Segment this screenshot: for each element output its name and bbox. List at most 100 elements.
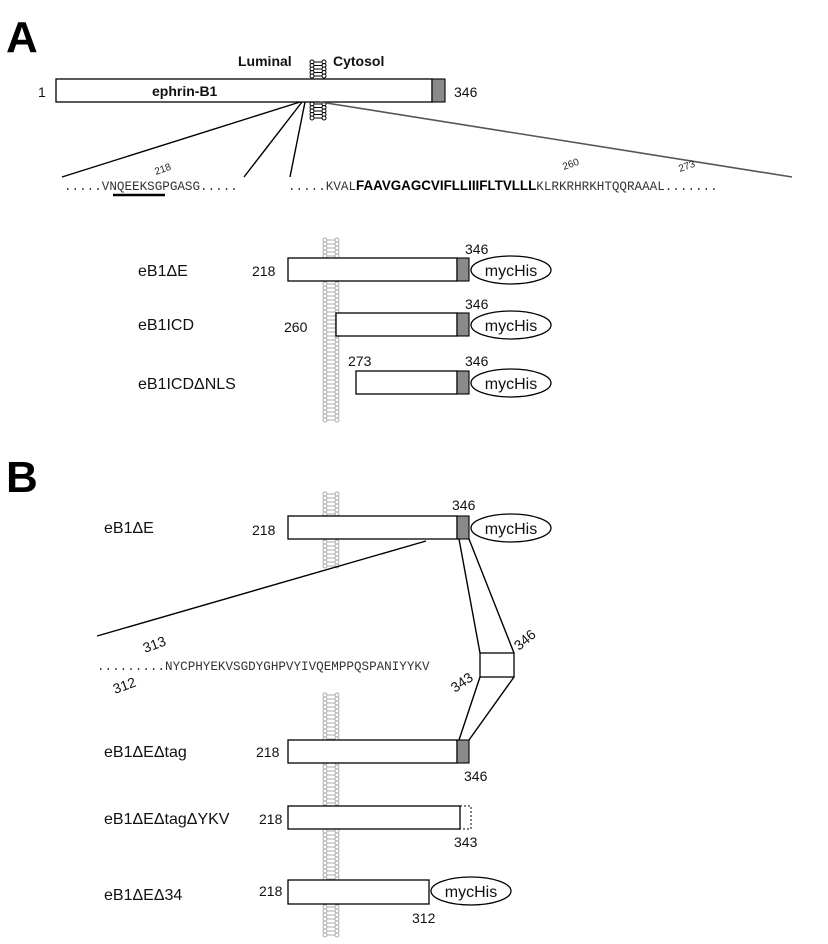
lipid-head xyxy=(322,724,328,730)
marker-218: 218 xyxy=(153,162,173,178)
construct-bar xyxy=(287,805,461,830)
zoom-line-b-left xyxy=(96,540,427,637)
zoom-line-left-outer xyxy=(61,101,301,178)
lipid-head xyxy=(334,361,340,367)
lipid-head xyxy=(322,309,328,315)
cytosol-label: Cytosol xyxy=(333,53,384,69)
seq-tail-boxed: YKV xyxy=(407,660,430,674)
construct-name: eB1ΔE xyxy=(138,263,188,280)
lipid-head xyxy=(334,389,340,395)
lipid-head xyxy=(334,249,340,255)
lipid-head xyxy=(334,840,340,846)
sequence-cytoplasmic-tail: .........NYCPHYEKVSGDYGHPVYIVQEMPPQSPANI… xyxy=(97,660,430,674)
marker-260: 260 xyxy=(561,157,581,173)
lipid-head xyxy=(334,341,340,347)
lipid-head xyxy=(334,908,340,914)
lipid-head xyxy=(322,772,328,778)
lipid-head xyxy=(322,293,328,299)
lipid-head xyxy=(334,245,340,251)
lipid-head xyxy=(322,377,328,383)
construct-b-eb1-delta-e: eB1ΔE 218 346 mycHis xyxy=(104,497,552,543)
lipid-head xyxy=(309,73,315,79)
marker-343: 343 xyxy=(448,669,476,696)
ephrin-b1-full-length: ephrin-B1 1 346 xyxy=(38,78,478,103)
lipid-head xyxy=(334,692,340,698)
lipid-head xyxy=(322,333,328,339)
lipid-head xyxy=(334,928,340,934)
lipid-head xyxy=(322,381,328,387)
lipid-head xyxy=(322,852,328,858)
construct-tail-block xyxy=(456,515,470,540)
lipid-head xyxy=(322,337,328,343)
lipid-head xyxy=(322,369,328,375)
lipid-head xyxy=(321,115,327,121)
lipid-head xyxy=(334,301,340,307)
construct-bar xyxy=(287,739,458,764)
lipid-head xyxy=(322,503,328,509)
lipid-head xyxy=(334,916,340,922)
lipid-head xyxy=(334,700,340,706)
lipid-head xyxy=(334,547,340,553)
construct-start: 260 xyxy=(284,319,308,335)
lipid-head xyxy=(322,768,328,774)
lipid-head xyxy=(334,365,340,371)
lipid-head xyxy=(334,397,340,403)
lipid-head xyxy=(322,555,328,561)
construct-bar xyxy=(287,879,430,905)
lipid-head xyxy=(322,301,328,307)
lipid-head xyxy=(322,708,328,714)
lipid-head xyxy=(322,321,328,327)
lipid-head xyxy=(334,349,340,355)
lipid-head xyxy=(322,692,328,698)
lipid-head xyxy=(334,381,340,387)
lipid-head xyxy=(334,499,340,505)
lipid-head xyxy=(334,289,340,295)
lipid-head xyxy=(334,495,340,501)
lipid-head xyxy=(334,912,340,918)
construct-name: eB1ΔEΔtag xyxy=(104,744,187,761)
zoom-line-b-mid xyxy=(458,538,481,654)
lipid-head xyxy=(322,924,328,930)
lipid-head xyxy=(334,704,340,710)
lipid-head xyxy=(334,712,340,718)
mychis-tag xyxy=(470,513,552,543)
lipid-head xyxy=(322,788,328,794)
lipid-head xyxy=(322,353,328,359)
lipid-head xyxy=(334,776,340,782)
construct-name: eB1ICDΔNLS xyxy=(138,376,236,393)
lipid-head xyxy=(334,848,340,854)
construct-name: eB1ΔE xyxy=(104,520,154,537)
lipid-head xyxy=(334,305,340,311)
lipid-head xyxy=(334,353,340,359)
panel-label-a: A xyxy=(6,13,38,62)
construct-start: 273 xyxy=(348,353,372,369)
lipid-head xyxy=(334,491,340,497)
construct-start: 218 xyxy=(252,263,276,279)
lipid-head xyxy=(322,349,328,355)
lipid-head xyxy=(322,728,328,734)
lipid-head xyxy=(334,724,340,730)
ephrin-b1-tail-block xyxy=(431,78,446,103)
lipid-head xyxy=(334,732,340,738)
lipid-head xyxy=(322,507,328,513)
lipid-head xyxy=(334,503,340,509)
lipid-head xyxy=(334,920,340,926)
zoom-line-right-inner xyxy=(289,101,306,178)
lipid-head xyxy=(322,860,328,866)
lipid-head xyxy=(334,555,340,561)
lipid-head xyxy=(334,237,340,243)
lipid-head xyxy=(334,293,340,299)
lipid-head xyxy=(322,840,328,846)
construct-end: 346 xyxy=(465,353,489,369)
lipid-head xyxy=(322,832,328,838)
construct-bar xyxy=(287,515,458,540)
lipid-head xyxy=(309,115,315,121)
mychis-tag xyxy=(470,255,552,285)
construct-name: eB1ΔEΔtagΔYKV xyxy=(104,811,230,828)
lipid-head xyxy=(334,796,340,802)
zoom-line-b-down-right xyxy=(468,676,515,741)
lipid-head xyxy=(322,796,328,802)
seq-tail-pre: .........NYCPHYEKVSGDYGHPVYIVQEMPPQSPANI… xyxy=(97,660,407,674)
lipid-head xyxy=(334,872,340,878)
lipid-head xyxy=(334,696,340,702)
